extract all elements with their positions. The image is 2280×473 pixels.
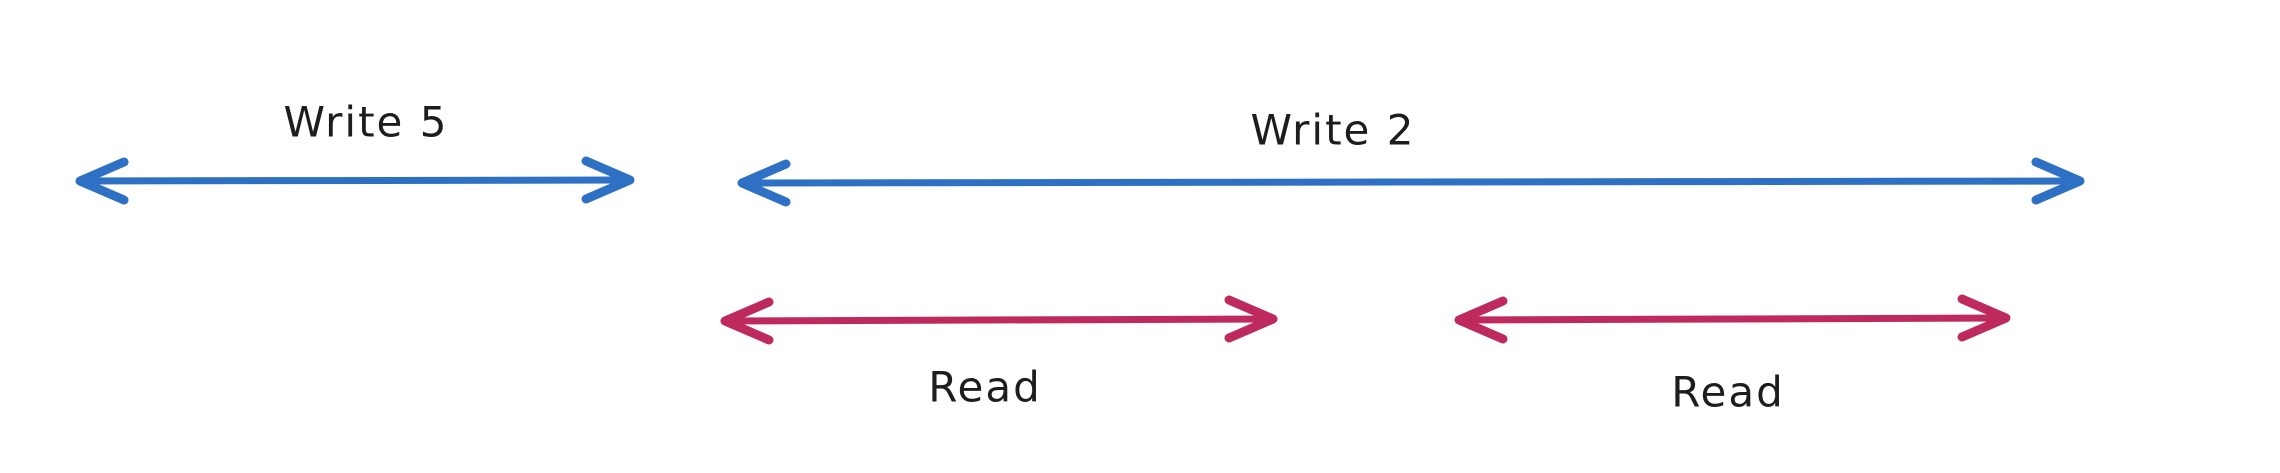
label-write-5: Write 5: [283, 97, 449, 147]
label-read-1: Read: [928, 362, 1042, 412]
write-5-span-arrow: [75, 156, 635, 205]
label-write-2: Write 2: [1250, 105, 1416, 155]
label-read-2: Read: [1671, 367, 1785, 417]
read-2-span-arrow: [1454, 294, 2011, 344]
read-1-span-arrow: [720, 295, 1278, 345]
write-2-span-arrow: [737, 157, 2085, 207]
